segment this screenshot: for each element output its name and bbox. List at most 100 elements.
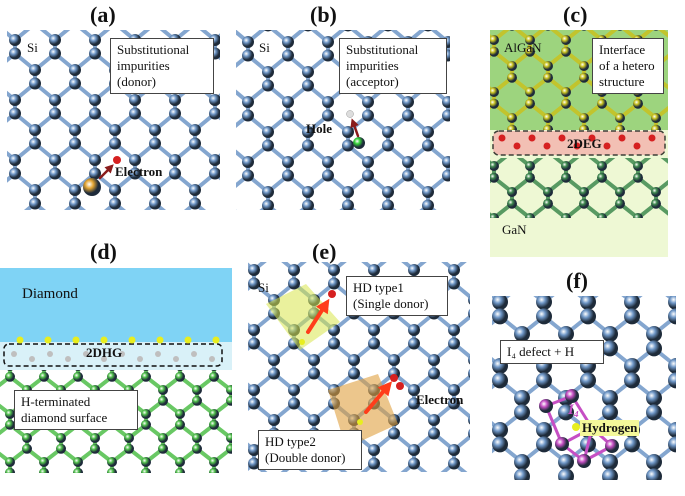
si-atom (248, 384, 260, 396)
gan-atom (615, 187, 625, 197)
defect-atom (555, 437, 569, 451)
si-atom (342, 200, 354, 211)
si-atom (428, 368, 440, 380)
box-line: H-terminated (21, 394, 131, 410)
gan-atom (525, 161, 535, 171)
si-atom (536, 296, 552, 310)
gan-atom (651, 199, 661, 209)
surface-hydrogen (45, 337, 52, 344)
si-atom (29, 198, 41, 210)
si-atom (288, 384, 300, 396)
si-atom (558, 454, 574, 470)
si-atom (282, 36, 294, 48)
algan-atom (651, 113, 661, 123)
carbon-atom (5, 457, 15, 467)
si-atom (580, 296, 596, 310)
carbon-atom (158, 385, 168, 395)
2dhg-label: 2DHG (86, 345, 122, 361)
material-label-si-e: Si (258, 280, 269, 296)
carbon-atom (107, 372, 117, 382)
si-atom (536, 422, 552, 438)
2dhg-hole (209, 356, 215, 362)
si-atom (262, 140, 274, 152)
acceptor-description-box: Substitutional impurities (acceptor) (339, 38, 447, 94)
carbon-atom (107, 468, 117, 473)
si-atom (408, 444, 420, 456)
surface-hydrogen (73, 337, 80, 344)
carbon-atom (141, 468, 151, 473)
si-atom (169, 168, 181, 180)
box-line: of a hetero (599, 58, 657, 74)
surface-hydrogen (213, 337, 220, 344)
si-atom (368, 458, 380, 470)
2deg-electron (604, 143, 611, 150)
gan-atom (561, 173, 571, 183)
si-atom (322, 96, 334, 108)
carbon-atom (90, 433, 100, 443)
algan-atom (633, 99, 643, 109)
gan-atom (651, 187, 661, 197)
si-atom (149, 184, 161, 196)
material-label-si-b: Si (259, 40, 270, 56)
si-atom (602, 468, 618, 480)
si-atom (368, 324, 380, 336)
carbon-atom (192, 444, 202, 454)
si-atom (646, 468, 662, 480)
si-atom (89, 108, 101, 120)
si-atom (282, 156, 294, 168)
si-atom (29, 64, 41, 76)
material-label-gan: GaN (502, 222, 527, 238)
si-atom (169, 154, 181, 166)
2deg-label: 2DEG (567, 136, 602, 152)
carbon-atom (209, 409, 219, 419)
carbon-atom (192, 433, 202, 443)
si-atom (49, 108, 61, 120)
si-atom (29, 138, 41, 150)
2dhg-hole (191, 351, 197, 357)
carbon-atom (22, 444, 32, 454)
si-atom (602, 454, 618, 470)
donor-description-box: Substitutional impurities (donor) (110, 38, 214, 94)
si-atom (514, 454, 530, 470)
surface-hydrogen (157, 337, 164, 344)
si-atom (69, 184, 81, 196)
carbon-atom (39, 372, 49, 382)
si-atom (402, 110, 414, 122)
gan-atom (597, 173, 607, 183)
si-atom (129, 94, 141, 106)
hydrogen-atom (357, 419, 363, 425)
si-atom (9, 34, 21, 46)
carbon-atom (175, 457, 185, 467)
si-atom (342, 126, 354, 138)
2deg-electron (544, 143, 551, 150)
si-atom (189, 124, 201, 136)
si-atom (492, 296, 508, 310)
si-atom (348, 354, 360, 366)
2deg-electron (634, 143, 641, 150)
material-label-algan: AlGaN (504, 40, 542, 56)
si-bond (215, 204, 220, 211)
electron (113, 156, 121, 164)
panel-a-si-donor: Si Substitutional impurities (donor) Ele… (7, 30, 220, 210)
si-atom (428, 414, 440, 426)
si-atom (129, 108, 141, 120)
si-atom (646, 454, 662, 470)
si-atom (328, 278, 340, 290)
box-line: HD type1 (353, 280, 441, 296)
si-bond (492, 476, 500, 480)
si-atom (302, 80, 314, 92)
carbon-atom (124, 433, 134, 443)
box-line: diamond surface (21, 410, 131, 426)
carbon-atom (124, 444, 134, 454)
2deg-electron (499, 135, 506, 142)
carbon-atom (192, 385, 202, 395)
carbon-atom (175, 409, 185, 419)
si-atom (602, 326, 618, 342)
carbon-atom (141, 420, 151, 430)
si-atom (624, 372, 640, 388)
si-atom (9, 168, 21, 180)
carbon-atom (158, 433, 168, 443)
2deg-electron (529, 135, 536, 142)
panel-label-f: (f) (566, 268, 588, 294)
si-atom (109, 198, 121, 210)
